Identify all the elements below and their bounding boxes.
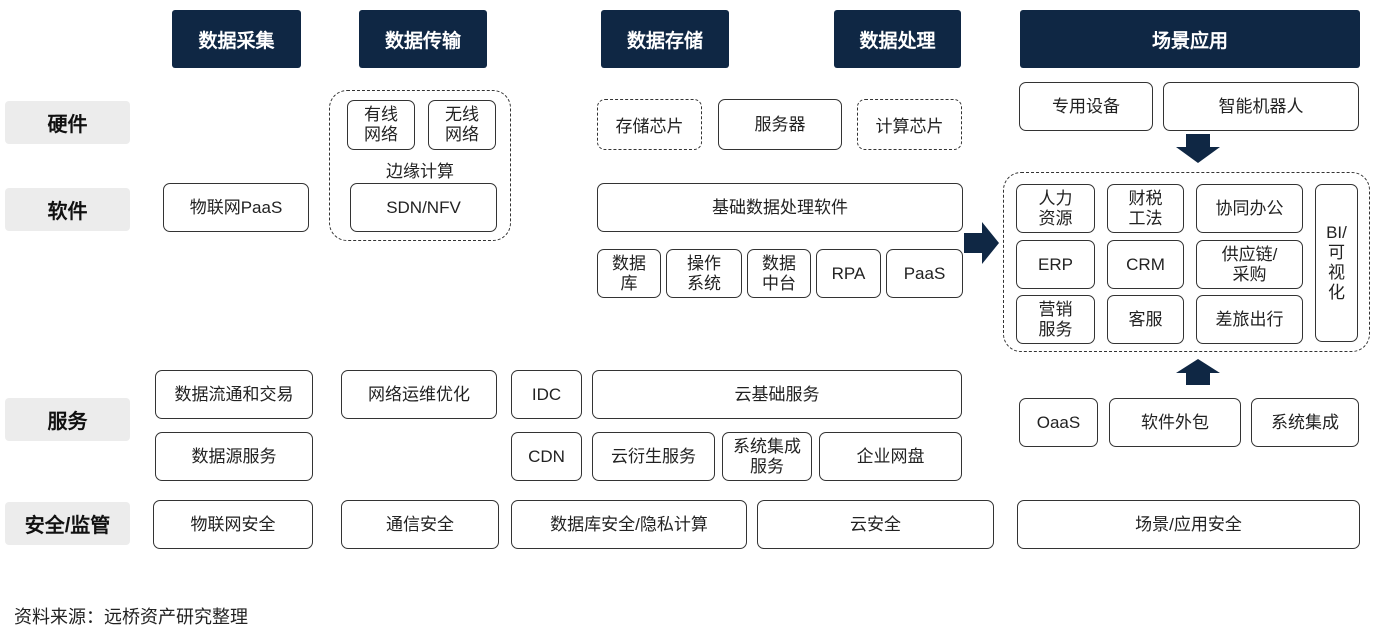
box-enterprise-netdisk: 企业网盘 — [819, 432, 962, 481]
header-data-collection: 数据采集 — [172, 10, 301, 68]
box-server: 服务器 — [718, 99, 842, 150]
box-rpa: RPA — [816, 249, 881, 298]
arrow-up-icon — [1176, 359, 1220, 385]
box-scene-security: 场景/应用安全 — [1017, 500, 1360, 549]
box-wireless-network: 无线网络 — [428, 100, 496, 150]
box-erp: ERP — [1016, 240, 1095, 289]
box-operating-system: 操作系统 — [666, 249, 742, 298]
box-data-source-service: 数据源服务 — [155, 432, 313, 481]
label-edge-computing: 边缘计算 — [386, 162, 454, 181]
box-cloud-derived-service: 云衍生服务 — [592, 432, 715, 481]
box-iot-security: 物联网安全 — [153, 500, 313, 549]
arrow-right-icon — [964, 222, 999, 264]
box-wired-network: 有线网络 — [347, 100, 415, 150]
box-oaas: OaaS — [1019, 398, 1098, 447]
box-system-integration-service: 系统集成服务 — [722, 432, 812, 481]
box-supply-chain: 供应链/采购 — [1196, 240, 1303, 289]
header-data-processing: 数据处理 — [834, 10, 961, 68]
box-data-middle-platform: 数据中台 — [747, 249, 811, 298]
box-customer-service: 客服 — [1107, 295, 1184, 344]
box-iot-paas: 物联网PaaS — [163, 183, 309, 232]
box-cloud-security: 云安全 — [757, 500, 994, 549]
box-db-security: 数据库安全/隐私计算 — [511, 500, 747, 549]
header-data-transfer: 数据传输 — [359, 10, 487, 68]
box-compute-chip: 计算芯片 — [857, 99, 962, 150]
box-crm: CRM — [1107, 240, 1184, 289]
group-scene-software — [1003, 172, 1370, 352]
row-label-hardware: 硬件 — [5, 101, 130, 144]
box-smart-robot: 智能机器人 — [1163, 82, 1359, 131]
box-system-integration: 系统集成 — [1251, 398, 1359, 447]
box-software-outsourcing: 软件外包 — [1109, 398, 1241, 447]
box-tax: 财税工法 — [1107, 184, 1184, 233]
row-label-service: 服务 — [5, 398, 130, 441]
box-travel: 差旅出行 — [1196, 295, 1303, 344]
arrow-down-icon — [1176, 134, 1220, 163]
box-comm-security: 通信安全 — [341, 500, 499, 549]
box-storage-chip: 存储芯片 — [597, 99, 702, 150]
box-cloud-basic-service: 云基础服务 — [592, 370, 962, 419]
header-scene-application: 场景应用 — [1020, 10, 1360, 68]
row-label-security: 安全/监管 — [5, 502, 130, 545]
row-label-software: 软件 — [5, 188, 130, 231]
box-collab-office: 协同办公 — [1196, 184, 1303, 233]
box-data-circulation: 数据流通和交易 — [155, 370, 313, 419]
box-basic-data-software: 基础数据处理软件 — [597, 183, 963, 232]
box-bi-visualization: BI/可视化 — [1315, 184, 1358, 342]
box-database: 数据库 — [597, 249, 661, 298]
group-edge-computing — [329, 90, 511, 241]
box-paas: PaaS — [886, 249, 963, 298]
source-note: 资料来源：远桥资产研究整理 — [14, 607, 248, 627]
box-idc: IDC — [511, 370, 582, 419]
box-network-ops: 网络运维优化 — [341, 370, 497, 419]
box-hr: 人力资源 — [1016, 184, 1095, 233]
box-sdn-nfv: SDN/NFV — [350, 183, 497, 232]
box-cdn: CDN — [511, 432, 582, 481]
header-data-storage: 数据存储 — [601, 10, 729, 68]
box-dedicated-device: 专用设备 — [1019, 82, 1153, 131]
box-marketing-service: 营销服务 — [1016, 295, 1095, 344]
